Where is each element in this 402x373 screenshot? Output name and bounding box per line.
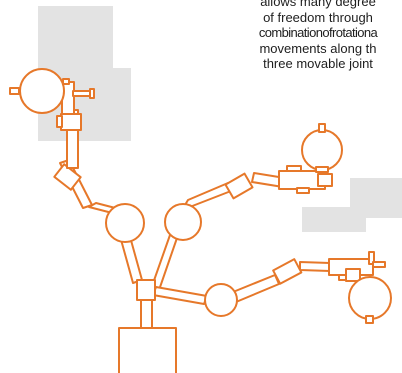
wrist-mount-upper-right <box>317 173 333 187</box>
probe-stem-upper-left <box>62 78 70 85</box>
wrist-block-upper-left <box>60 113 82 131</box>
joint-collar-upper-right <box>224 172 254 200</box>
wrist-pin-cap-upper-left <box>89 88 95 99</box>
wrist-screw-upper-left <box>56 115 63 128</box>
background-block-right <box>302 178 402 232</box>
probe-tip-upper-left <box>9 87 20 95</box>
joint-elbow-lower-right <box>204 283 238 317</box>
caption-line-2: of freedom through <box>263 9 373 25</box>
arm-link-lower-right-a <box>152 286 208 305</box>
probe-head-upper-left <box>19 68 65 114</box>
wrist-pin-lower-right <box>368 251 375 265</box>
arm-link-lower-right-b <box>232 274 280 303</box>
wrist-pin-cap-lower-right <box>372 261 386 268</box>
caption-line-3: combinationofrotationa <box>258 25 378 40</box>
pedestal <box>118 327 177 373</box>
caption-line-5: three movable joint <box>263 56 373 71</box>
pedestal-stem <box>140 299 153 329</box>
arm-link-lower-right-c <box>299 261 331 272</box>
joint-shoulder-left <box>105 203 145 243</box>
caption-line-4: movements along th <box>259 40 377 56</box>
caption-line-1: allows many degree <box>260 0 376 9</box>
base-hub <box>136 279 156 301</box>
joint-collar-lower-right <box>272 258 303 285</box>
wrist-mount-lower-right <box>345 268 361 282</box>
probe-tip-lower-right <box>365 315 374 324</box>
joint-shoulder-right <box>164 203 202 241</box>
probe-head-lower-right <box>348 276 392 320</box>
wrist-screw-upper-right <box>286 165 302 172</box>
probe-tip-upper-right <box>318 123 326 133</box>
probe-cap-upper-right <box>315 166 329 173</box>
joint-collar-upper-left <box>53 163 82 191</box>
probe-head-upper-right <box>301 129 343 171</box>
caption: allows many degree of freedom through co… <box>218 0 402 72</box>
wrist-pin-upper-right <box>296 187 310 194</box>
